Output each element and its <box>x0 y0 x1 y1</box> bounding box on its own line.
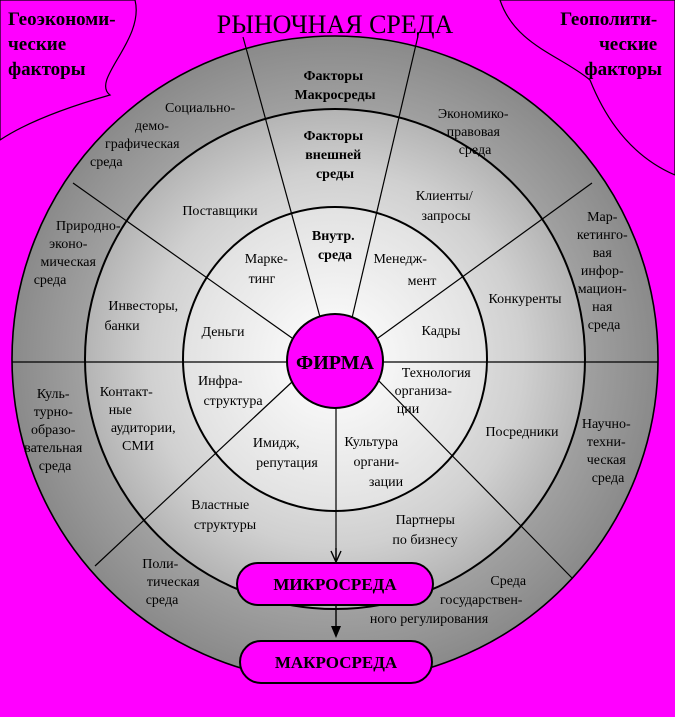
outer-label-natural-economic: Природно- эконо- мическая среда <box>34 219 124 288</box>
divider-line <box>351 35 419 319</box>
outer-label-cultural-educational: Куль- турно- образо- вательная среда <box>24 387 86 474</box>
firm-circle <box>286 313 384 409</box>
inner-label-management: Менедж- мент <box>374 252 437 289</box>
middle-label-partners: Партнеры по бизнесу <box>392 513 458 548</box>
middle-label-contact-audiences: Контакт- ные аудитории, СМИ <box>100 385 179 454</box>
middle-label-suppliers: Поставщики <box>182 204 258 219</box>
inner-label-infrastructure: Инфра- структура <box>198 374 263 409</box>
inner-label-money: Деньги <box>201 325 245 340</box>
microenv-pill <box>236 562 434 606</box>
outer-label-political: Поли- тическая среда <box>142 557 203 608</box>
outer-label-marketing-info: Мар- кетинго- вая инфор- мацион- ная сре… <box>577 210 631 333</box>
header-internal: Внутр. среда <box>312 229 358 263</box>
outer-label-socio-demographic: Социально- демо- графическая среда <box>90 101 239 170</box>
middle-label-investors: Инвесторы, банки <box>104 299 181 334</box>
middle-label-intermediaries: Посредники <box>485 425 559 440</box>
outer-label-state-regulation: Среда государствен- ного регулирования <box>370 574 530 627</box>
inner-label-marketing: Марке- тинг <box>245 252 292 287</box>
arrow-to-macroenv <box>331 626 341 638</box>
sector-dividers <box>12 35 658 579</box>
middle-label-clients: Клиенты/ запросы <box>416 189 476 224</box>
divider-line <box>94 381 293 567</box>
macroenv-pill <box>239 640 433 684</box>
middle-label-competitors: Конкуренты <box>489 292 563 307</box>
header-external: Факторы внешней среды <box>304 129 367 182</box>
corner-left-text: Геоэкономи- ческие факторы <box>8 9 120 80</box>
header-macro: Факторы Макросреды <box>294 69 375 103</box>
divider-line <box>377 379 573 579</box>
outer-label-economic-legal: Экономико- правовая среда <box>438 107 512 158</box>
divider-line <box>377 182 593 339</box>
corner-right-text: Геополити- ческие факторы <box>560 9 662 80</box>
corner-region-left <box>0 0 137 141</box>
inner-label-org-technology: Технология организа- ции <box>395 366 475 417</box>
diagram-title: РЫНОЧНАЯ СРЕДА <box>217 10 454 39</box>
divider-line <box>242 36 321 318</box>
middle-label-authorities: Властные структуры <box>191 498 256 533</box>
inner-label-org-culture: Культура органи- зации <box>344 435 403 490</box>
microenv-label: МИКРОСРЕДА <box>273 575 397 594</box>
outer-label-sci-tech: Научно- техни- ческая среда <box>582 417 634 486</box>
divider-line <box>72 182 293 339</box>
inner-label-image: Имидж, репутация <box>253 436 319 471</box>
inner-label-staff: Кадры <box>422 324 461 339</box>
corner-region-right <box>499 0 675 176</box>
macroenv-label: МАКРОСРЕДА <box>275 653 398 672</box>
firm-label: ФИРМА <box>296 352 374 374</box>
